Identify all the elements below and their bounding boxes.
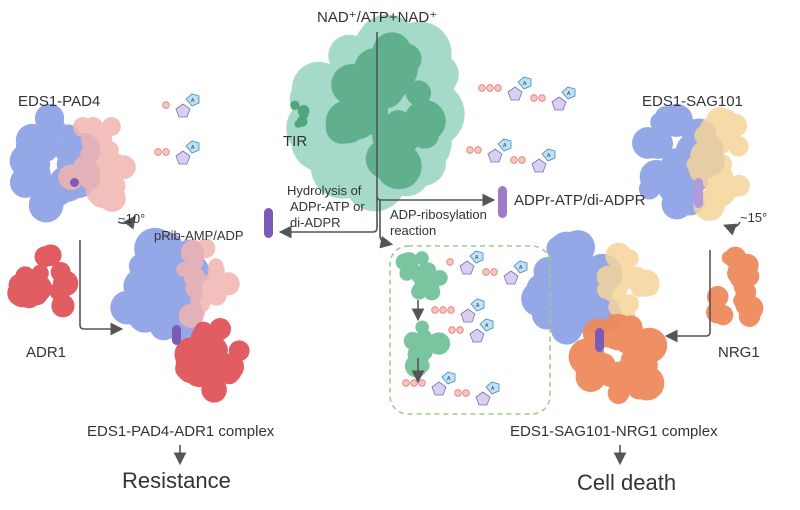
adenine-label: A [547,153,551,159]
adenine-label: A [503,143,507,149]
tir-tetramer-dark [325,32,446,190]
adpr-product-label: ADPr-ATP/di-ADPR [514,192,646,209]
rotation-arrow-right [723,221,741,236]
arrows [79,32,741,466]
cell-death-label: Cell death [577,470,676,495]
arrow-adpr-product [376,193,496,207]
hydrolysis-product-label: pRib-AMP/ADP [154,228,244,243]
ligand-left-complex [172,325,181,345]
nad-molecule-2: A [154,140,200,165]
adenine-label: A [191,145,195,151]
adenine-label: A [476,303,480,309]
ligand-left [70,178,79,187]
arrow-right-complex [664,250,711,343]
adr1-protein [7,244,79,318]
adr1-label: ADR1 [26,344,66,361]
hydrolysis-line3: di-ADPR [290,215,341,230]
ligand-right [694,178,703,208]
protein-structures [7,14,764,405]
arrow-ribosylation [379,200,394,249]
sag101-protein-complex [596,242,660,325]
adenine-label: A [191,98,195,104]
adenine-label: A [519,265,523,271]
nrg1-protein [706,246,764,327]
sag101-protein [686,107,750,221]
adenine-label: A [447,376,451,382]
ribosylation-line2: reaction [390,223,436,238]
eds1-sag101-label: EDS1-SAG101 [642,93,743,110]
box-molecule-2: A [431,298,485,323]
right-complex-label: EDS1-SAG101-NRG1 complex [510,423,718,440]
angle-left: ~10° [118,211,145,226]
substrate-title: NAD⁺/ATP+NAD⁺ [317,9,437,26]
di-adpr-molecule: AA [466,138,556,173]
nad-molecule-1: A [162,93,200,118]
ligand-right-complex [595,328,604,352]
tir-in-box-2 [403,320,451,378]
adenine-label: A [491,386,495,392]
arrow-left-complex [79,240,124,336]
adenine-label: A [475,255,479,261]
adp-ribosylation-box [389,245,551,415]
nrg1-label: NRG1 [718,344,760,361]
resistance-label: Resistance [122,468,231,493]
adr1-protein-complex [174,318,250,403]
box-molecule-1: AA [446,250,528,285]
adenine-label: A [485,323,489,329]
pad4-protein-complex [176,238,240,328]
tir-label: TIR [283,133,307,150]
hydrolysis-line1: Hydrolysis of [287,183,362,198]
angle-right: ~15° [740,210,767,225]
arrow-hydrolysis [278,32,378,239]
box-molecule-3: A [448,318,494,343]
left-complex-label: EDS1-PAD4-ADR1 complex [87,423,275,440]
ribosylation-line1: ADP-ribosylation [390,207,487,222]
tir-monomer [290,100,310,128]
rotation-arrow-left [117,215,136,230]
pad4-protein [58,116,136,212]
adenine-label: A [523,81,527,87]
pRib-AMP-ligand [264,208,273,238]
adpr-atp-molecule: AA [478,76,576,111]
hydrolysis-line2: ADPr-ATP or [290,199,365,214]
adenine-label: A [567,91,571,97]
eds1-pad4-label: EDS1-PAD4 [18,93,100,110]
ADPr-ATP-ligand [498,186,507,218]
tir-in-box-1 [395,251,448,301]
